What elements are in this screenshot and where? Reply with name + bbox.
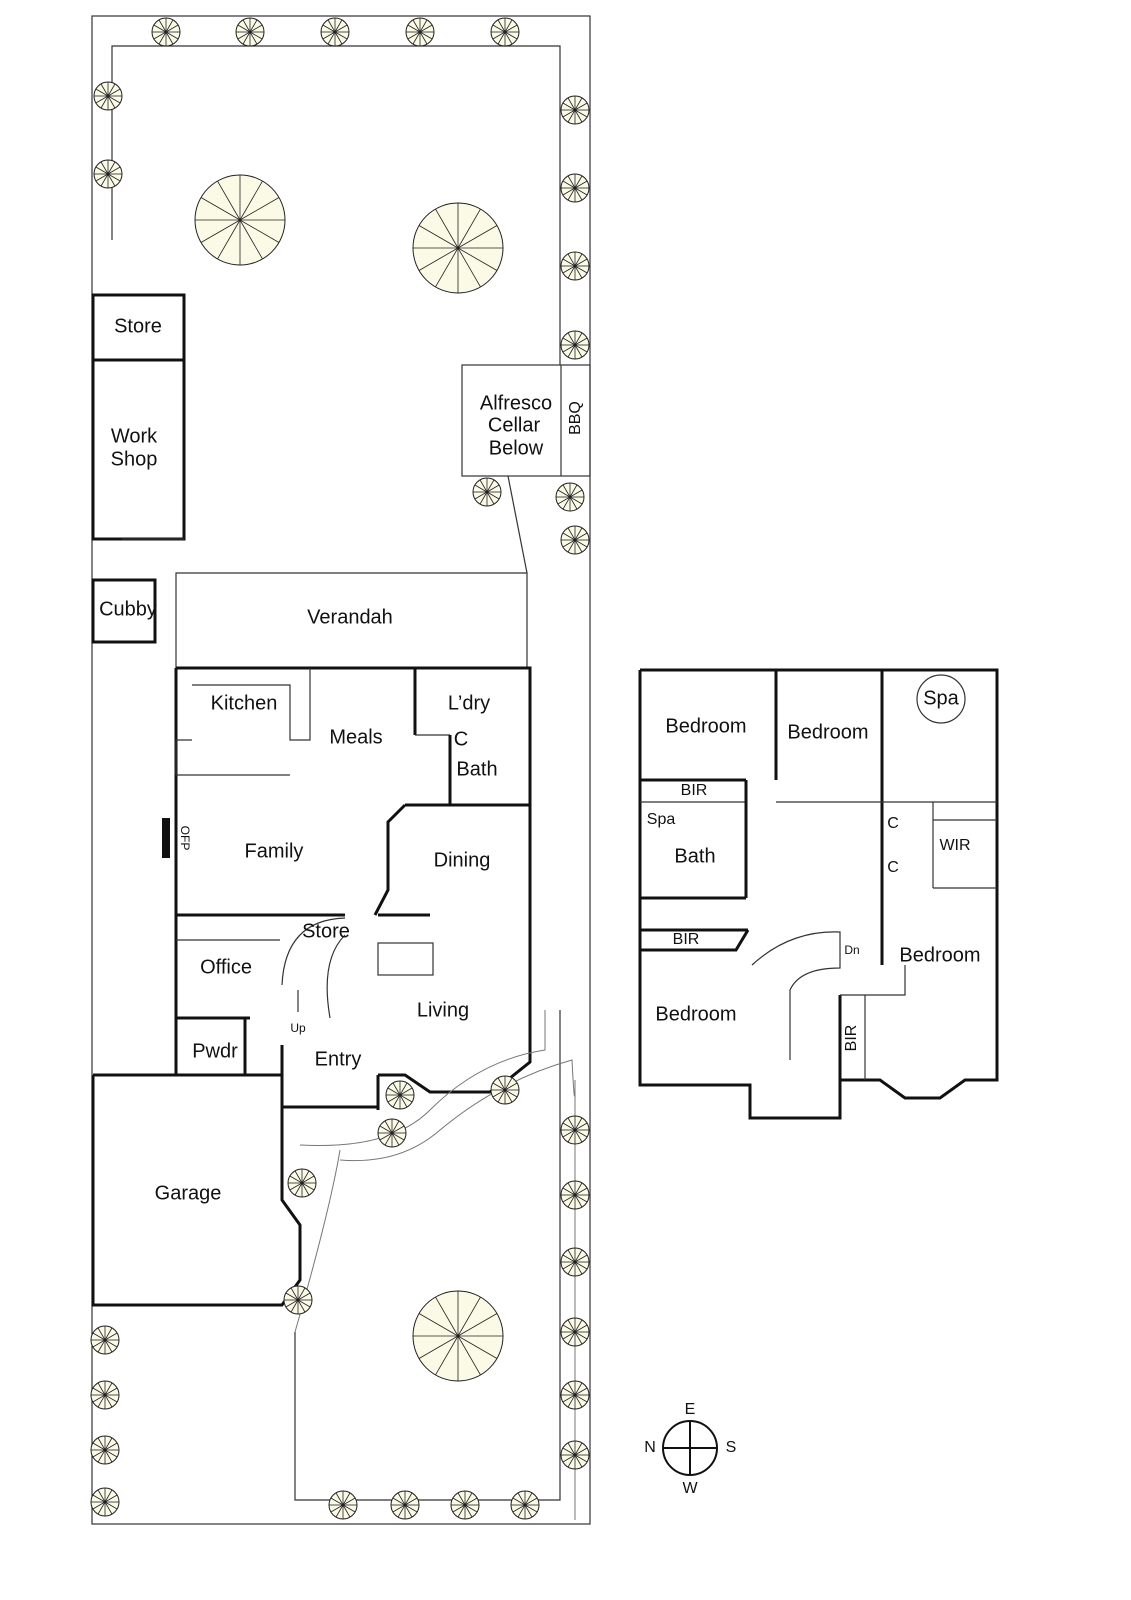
tree-icon [560,1440,590,1470]
tree-icon [560,330,590,360]
label-spa-bath: Spa [647,811,676,828]
label-verandah: Verandah [307,606,393,628]
label-cubby: Cubby [99,598,157,620]
lot-boundary [91,15,591,1525]
driveway-path [299,1010,546,1147]
label-bedroom-2: Bedroom [787,721,868,743]
compass-north: N [644,1439,656,1456]
label-store-rear: Store [114,315,162,337]
tree-icon [490,17,520,47]
label-kitchen: Kitchen [211,692,278,714]
tree-icon [90,1380,120,1410]
label-garage: Garage [155,1182,222,1204]
label-entry: Entry [315,1048,362,1070]
label-powder: Pwdr [192,1040,238,1062]
tree-icon [90,1325,120,1355]
label-cellar: Cellar [488,414,541,436]
rear-outbuilding [91,293,186,541]
verandah-outline [175,572,528,668]
tree-icon [510,1490,540,1520]
label-bath: Bath [456,758,497,780]
tree-icon [287,1168,317,1198]
label-below: Below [489,437,544,459]
tree-icon [450,1490,480,1520]
tree-icon [490,1075,520,1105]
compass-south: S [726,1439,737,1456]
tree-icon [560,95,590,125]
tree-icon [320,17,350,47]
tree-icon [405,17,435,47]
rear-garden-fence [111,45,561,365]
tree-icon [555,482,585,512]
compass-rose: E N S W [644,1401,736,1497]
label-c2: C [887,859,899,876]
compass-east: E [685,1401,696,1418]
tree-icon [90,1487,120,1517]
label-bir-2: BIR [673,931,700,948]
trees [90,17,590,1520]
tree-icon [560,1115,590,1145]
alfresco-structure [461,364,591,574]
label-workshop: Work [111,425,158,447]
label-living: Living [417,999,469,1021]
label-family: Family [245,840,304,862]
label-ofp: OFP [178,826,192,851]
tree-icon [560,1380,590,1410]
tree-icon [412,202,504,294]
tree-icon [93,81,123,111]
front-garden-fence [294,1010,561,1501]
tree-icon [560,1180,590,1210]
label-dining: Dining [434,849,491,871]
label-store-stair: Store [302,920,350,942]
tree-icon [560,1247,590,1277]
tree-icon [151,17,181,47]
label-laundry: L’dry [448,692,490,714]
label-up: Up [290,1021,306,1035]
tree-icon [412,1290,504,1382]
tree-icon [560,173,590,203]
tree-icon [283,1285,313,1315]
label-c1: C [887,815,899,832]
label-alfresco: Alfresco [480,392,552,414]
tree-icon [235,17,265,47]
label-dn: Dn [844,943,859,957]
label-office: Office [200,956,252,978]
compass-west: W [682,1480,698,1497]
tree-icon [328,1490,358,1520]
tree-icon [560,525,590,555]
garage-walls [91,1073,302,1307]
label-bedroom-4: Bedroom [655,1003,736,1025]
ground-floor-walls [162,666,532,1110]
tree-icon [93,159,123,189]
tree-icon [560,1317,590,1347]
label-bedroom-1: Bedroom [665,715,746,737]
tree-icon [472,477,502,507]
first-floor-walls [638,668,999,1120]
label-spa-master: Spa [923,687,959,709]
tree-icon [90,1435,120,1465]
label-bir-3: BIR [843,1025,860,1052]
label-bedroom-3: Bedroom [899,944,980,966]
label-wir: WIR [939,837,970,854]
label-workshop-2: Shop [111,448,158,470]
tree-icon [194,174,286,266]
tree-icon [390,1490,420,1520]
tree-icon [385,1080,415,1110]
tree-icon [560,251,590,281]
label-meals: Meals [329,726,382,748]
tree-icon [377,1118,407,1148]
cubby-structure [91,578,157,644]
side-path [339,1059,576,1520]
label-bath-upper: Bath [674,845,715,867]
label-bir-1: BIR [681,782,708,799]
label-cupboard: C [454,728,468,750]
label-bbq: BBQ [567,401,584,435]
